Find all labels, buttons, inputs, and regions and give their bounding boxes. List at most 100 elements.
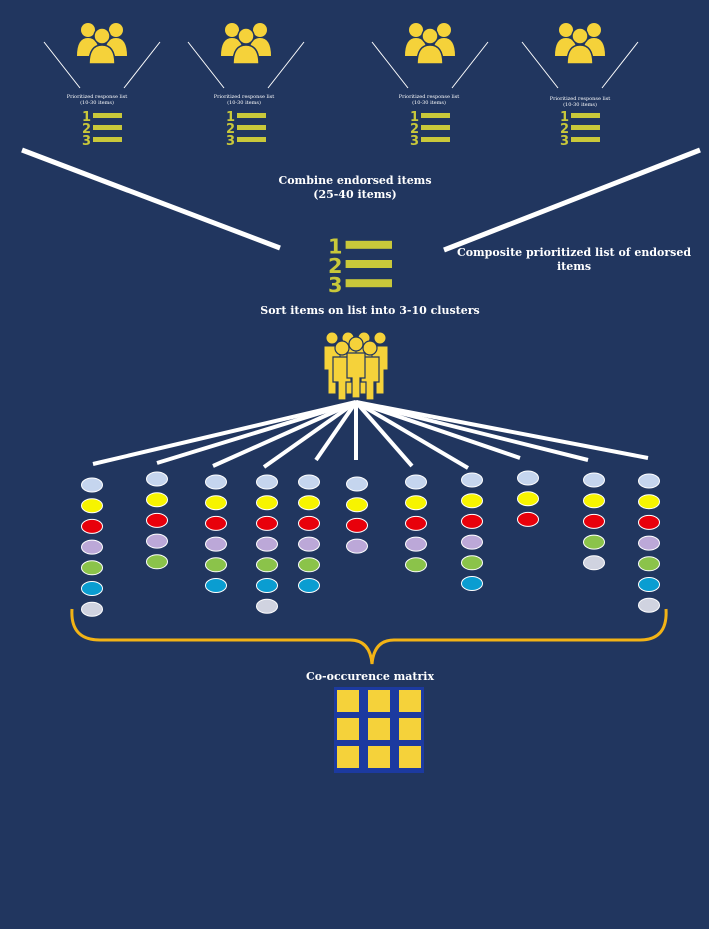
cluster-item [583,534,605,550]
fan-line [355,400,589,462]
group-sublabel-text: (10-30 items) [412,100,446,106]
list-icon: 123 [82,110,122,149]
cluster-item [517,491,539,507]
cluster-item [461,493,483,509]
composite-line-1: Composite prioritized list of endorsed [456,246,692,259]
matrix-cell [399,718,421,740]
list-bar [421,113,450,118]
cluster-item [638,577,660,592]
cluster-item [146,512,168,528]
person-head [93,27,111,45]
cluster-item [638,514,660,530]
person-head [334,340,350,356]
matrix-cell [337,746,359,768]
cluster-item [146,492,168,508]
list-icon: 123 [226,110,266,149]
combine-line-left [21,147,281,251]
group-label-text: Prioritized response list [213,94,275,100]
cluster-item [298,495,320,511]
person-body [566,44,594,65]
list-icon: 123 [410,110,450,149]
cluster-item [256,598,278,614]
combine-caption: Combine endorsed items (25-40 items) [240,174,470,202]
person-head [81,23,95,37]
connector-line [451,41,489,89]
cluster-item [461,534,483,550]
list-bar [571,137,600,142]
cluster-item [298,578,320,593]
cluster-item [146,533,168,549]
fan-line [354,400,470,470]
cluster-item [517,511,539,527]
matrix-cell [337,690,359,712]
list-icon: 123 [560,110,600,149]
list-number: 3 [328,273,342,297]
composite-line-2: items [556,260,592,273]
connector-line [267,41,305,89]
cluster-item [638,473,660,489]
cluster-item [256,474,278,490]
list-number: 1 [82,110,91,125]
people-icon [221,23,271,65]
list-number: 2 [560,122,569,137]
fan-line [262,400,358,469]
connector-line [187,41,225,89]
person-head [225,23,239,37]
group-label-3: Prioritized response list (10-30 items) [379,94,479,106]
fan-line [314,400,358,462]
person-head [559,23,573,37]
sorters-icon [323,331,389,401]
matrix-cell [368,718,390,740]
cluster-stack [346,476,368,554]
cluster-item [81,498,103,514]
cluster-stack [638,473,660,613]
people-icon [405,23,455,65]
list-bar [421,125,450,130]
cluster-item [205,578,227,593]
people-icon [555,23,605,65]
cluster-item [146,471,168,487]
person-body [346,352,366,399]
connector-line [521,41,559,89]
cluster-stack [583,472,605,571]
cluster-item [638,597,660,613]
list-bar [571,113,600,118]
composite-list-icon: 123 [328,235,392,297]
cluster-stack [405,474,427,573]
matrix-cell [399,746,421,768]
connector-line [123,41,161,89]
group-label-text: Prioritized response list [66,94,128,100]
people-icon [77,23,127,65]
group-sublabel-text: (10-30 items) [227,100,261,106]
list-number: 1 [226,110,235,125]
combine-subtitle: (25-40 items) [313,188,397,201]
group-sublabel-text: (10-30 items) [563,102,597,108]
list-bar [345,260,392,268]
cluster-item [298,515,320,531]
matrix-caption: Co-occurence matrix [305,670,435,683]
cluster-stack [298,474,320,593]
cluster-item [146,554,168,570]
list-number: 1 [328,235,342,259]
cluster-stack [256,474,278,614]
fan-line [92,400,357,466]
cluster-item [583,555,605,571]
cluster-item [405,557,427,573]
list-bar [345,240,392,249]
cluster-item [256,557,278,573]
group-label-text: Prioritized response list [549,96,611,102]
list-number: 3 [82,134,91,149]
cluster-item [346,497,368,513]
matrix-cell [337,718,359,740]
cluster-item [346,476,368,492]
person-head [571,27,589,45]
person-head [587,23,601,37]
list-bar [237,137,266,142]
person-head [437,23,451,37]
cluster-item [638,556,660,572]
person-head [373,331,387,345]
person-head [409,23,423,37]
group-label-4: Prioritized response list (10-30 items) [530,96,630,108]
cluster-stack [81,477,103,617]
